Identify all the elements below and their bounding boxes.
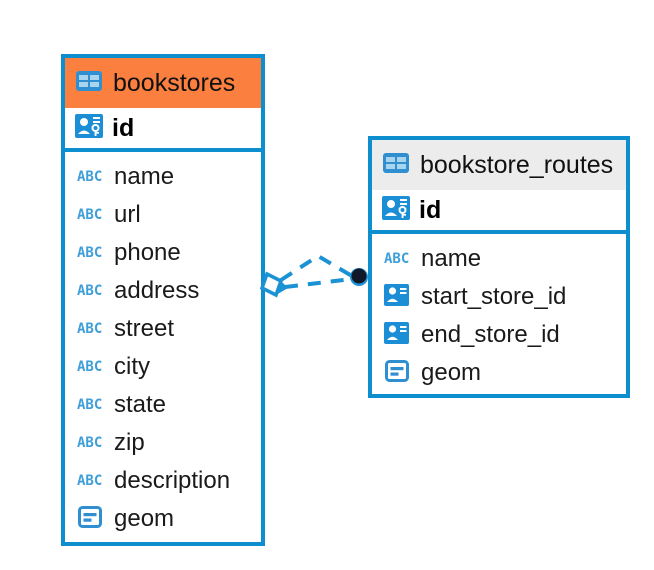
- field-label: end_store_id: [421, 321, 560, 348]
- relationship-lines: [279, 253, 354, 289]
- field-row-zip[interactable]: ABC zip: [65, 424, 261, 462]
- primary-key-label: id: [112, 113, 135, 142]
- field-label: zip: [114, 429, 145, 456]
- relationship-source-rhombus: [259, 271, 288, 298]
- field-label: state: [114, 391, 167, 418]
- relationship-target-circle: [350, 268, 368, 286]
- entity-bookstore-routes[interactable]: bookstore_routes id ABC name start_store_i…: [368, 136, 630, 398]
- relationship-line-2: [279, 253, 354, 282]
- entity-title: bookstore_routes: [420, 150, 614, 179]
- abc-icon: ABC: [77, 207, 103, 223]
- entity-header-bookstores[interactable]: bookstores: [65, 58, 261, 108]
- geometry-icon: [77, 505, 105, 534]
- foreign-key-icon: [384, 283, 412, 312]
- abc-icon: ABC: [77, 473, 103, 489]
- field-label: phone: [114, 239, 181, 266]
- abc-icon: ABC: [77, 321, 103, 337]
- abc-icon: ABC: [77, 435, 103, 451]
- field-row-description[interactable]: ABC description: [65, 462, 261, 500]
- table-icon: [75, 70, 103, 97]
- field-label: street: [114, 315, 175, 342]
- primary-key-label: id: [419, 195, 442, 224]
- entity-header-bookstore-routes[interactable]: bookstore_routes: [372, 140, 626, 190]
- primary-key-row[interactable]: id: [372, 190, 626, 234]
- field-label: description: [114, 467, 231, 494]
- field-row-geom[interactable]: geom: [372, 354, 626, 392]
- abc-icon: ABC: [384, 251, 410, 267]
- field-row-url[interactable]: ABC url: [65, 196, 261, 234]
- field-row-geom[interactable]: geom: [65, 500, 261, 538]
- field-label: start_store_id: [421, 283, 567, 310]
- abc-icon: ABC: [77, 359, 103, 375]
- table-icon: [382, 152, 410, 179]
- field-row-name[interactable]: ABC name: [372, 240, 626, 278]
- primary-key-row[interactable]: id: [65, 108, 261, 152]
- abc-icon: ABC: [77, 169, 103, 185]
- field-row-city[interactable]: ABC city: [65, 348, 261, 386]
- primary-key-icon: [382, 195, 410, 226]
- field-row-address[interactable]: ABC address: [65, 272, 261, 310]
- field-row-state[interactable]: ABC state: [65, 386, 261, 424]
- field-label: name: [421, 245, 482, 272]
- entity-title: bookstores: [113, 68, 236, 97]
- field-label: address: [114, 277, 200, 304]
- abc-icon: ABC: [77, 397, 103, 413]
- geometry-icon: [384, 359, 412, 388]
- primary-key-icon: [75, 113, 103, 144]
- field-label: geom: [114, 505, 175, 532]
- relationship-line-1: [284, 277, 353, 289]
- field-label: geom: [421, 359, 482, 386]
- field-row-name[interactable]: ABC name: [65, 158, 261, 196]
- field-row-street[interactable]: ABC street: [65, 310, 261, 348]
- field-row-end-store-id[interactable]: end_store_id: [372, 316, 626, 354]
- field-label: name: [114, 163, 175, 190]
- field-label: url: [114, 201, 141, 228]
- foreign-key-icon: [384, 321, 412, 350]
- field-row-start-store-id[interactable]: start_store_id: [372, 278, 626, 316]
- abc-icon: ABC: [77, 283, 103, 299]
- field-row-phone[interactable]: ABC phone: [65, 234, 261, 272]
- abc-icon: ABC: [77, 245, 103, 261]
- field-label: city: [114, 353, 150, 380]
